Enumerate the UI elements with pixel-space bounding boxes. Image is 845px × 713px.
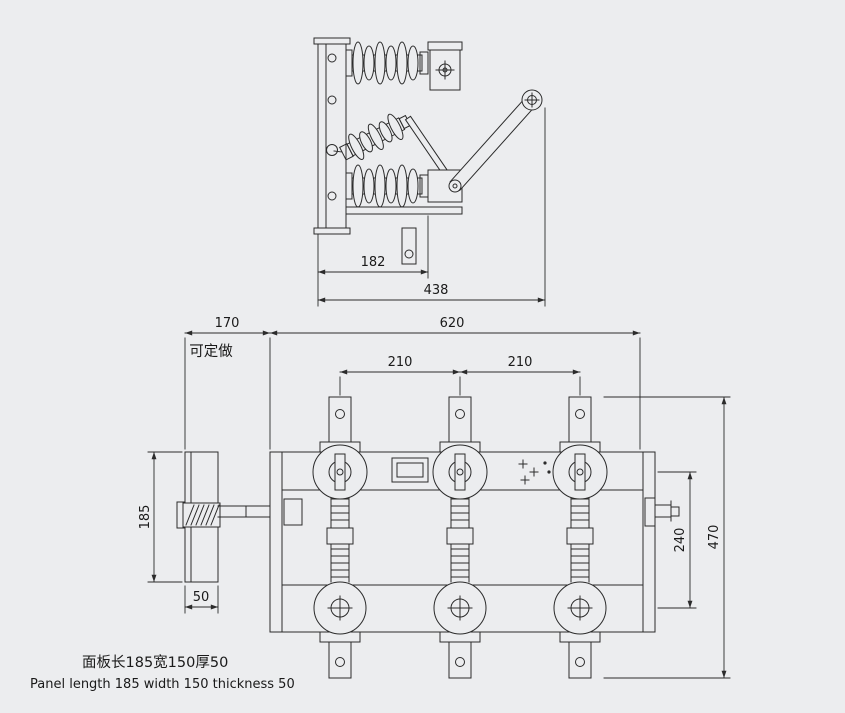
base-plate <box>345 206 463 215</box>
side-view: 182 438 <box>313 37 546 307</box>
panel-note-cn: 面板长185宽150厚50 <box>82 653 228 671</box>
dim-50-label: 50 <box>193 590 210 605</box>
lower-insulator <box>345 164 429 208</box>
arc-chamber-insulator <box>339 113 412 161</box>
left-operating-mechanism <box>176 451 271 583</box>
side-frame <box>313 37 351 235</box>
lever-tab <box>401 227 417 265</box>
pole-assembly-2 <box>432 396 488 679</box>
mechanism-details <box>283 457 551 526</box>
customizable-note: 可定做 <box>189 343 233 360</box>
operating-arm <box>427 89 543 203</box>
front-view: 170 620 可定做 210 210 185 50 <box>138 316 731 679</box>
dim-470-label: 470 <box>707 525 722 550</box>
dim-210-right-label: 210 <box>508 355 533 370</box>
dim-240-label: 240 <box>673 528 688 553</box>
dim-210-left-label: 210 <box>388 355 413 370</box>
dim-438-label: 438 <box>424 283 449 298</box>
upper-insulator <box>345 41 463 91</box>
panel-note-en: Panel length 185 width 150 thickness 50 <box>30 677 295 692</box>
dim-185-label: 185 <box>138 505 153 530</box>
dim-620-label: 620 <box>440 316 465 331</box>
dim-170-label: 170 <box>215 316 240 331</box>
notes: 面板长185宽150厚50 Panel length 185 width 150… <box>30 653 295 692</box>
right-drive-shaft <box>644 497 680 527</box>
pole-assembly-3 <box>552 396 608 679</box>
pole-assembly-1 <box>312 396 368 679</box>
front-view-dimensions: 170 620 可定做 210 210 185 50 <box>138 316 731 679</box>
side-view-dimensions: 182 438 <box>317 107 546 307</box>
dim-182-label: 182 <box>361 255 386 270</box>
